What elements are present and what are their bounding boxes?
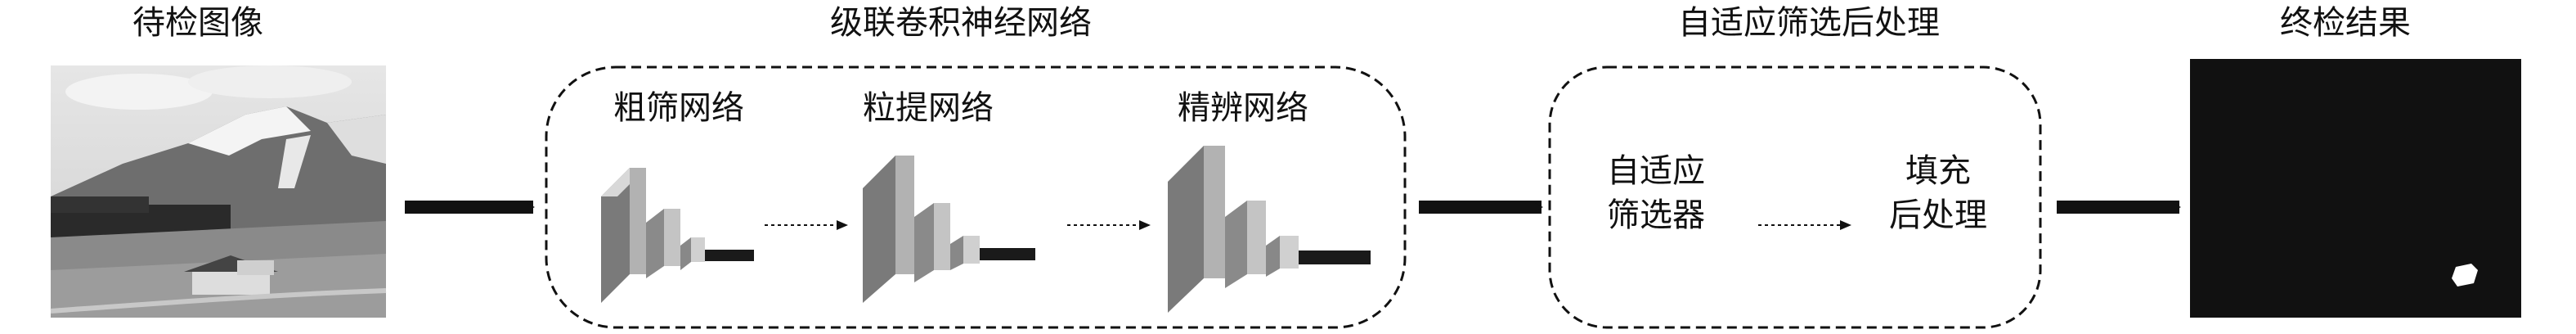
cascade-cnn-box (545, 65, 1407, 329)
adaptive-postprocess-title: 自适应筛选后处理 (1678, 4, 1940, 42)
input-image-title: 待检图像 (132, 4, 263, 42)
input-image (50, 65, 387, 318)
fill-line2: 后处理 (1889, 196, 1987, 234)
adaptive-filter-line1: 自适应 (1607, 152, 1705, 190)
fine-network-label: 粒提网络 (863, 89, 994, 127)
adaptive-filter-line2: 筛选器 (1607, 196, 1705, 234)
fill-line1: 填充 (1905, 152, 1971, 190)
cascade-cnn-title: 级联卷积神经网络 (830, 4, 1092, 42)
adaptive-filter-label: 自适应 筛选器 (1607, 149, 1705, 237)
detected-region (2452, 264, 2478, 287)
fine-network-blocks (863, 156, 1035, 303)
refine-network-label: 精辨网络 (1178, 89, 1308, 127)
coarse-network-blocks (601, 168, 754, 303)
coarse-network-label: 粗筛网络 (613, 89, 744, 127)
refine-network-blocks (1168, 146, 1371, 313)
final-result-title: 终检结果 (2280, 4, 2411, 42)
fill-postprocess-label: 填充 后处理 (1889, 149, 1987, 237)
adaptive-postprocess-box (1548, 65, 2042, 329)
